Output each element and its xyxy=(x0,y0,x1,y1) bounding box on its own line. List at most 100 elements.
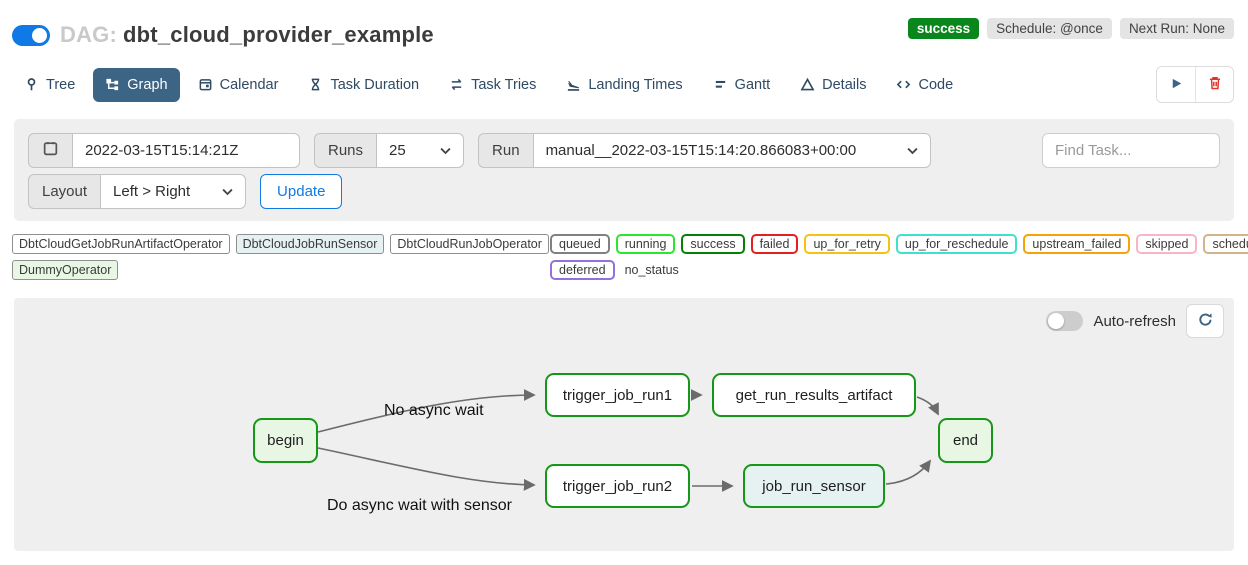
tab-label: Tree xyxy=(46,76,76,93)
state-badge[interactable]: no_status xyxy=(624,263,679,277)
find-task-input[interactable] xyxy=(1042,133,1220,168)
tab-landing-times[interactable]: Landing Times xyxy=(554,68,694,102)
edge-label-do-async-wait: Do async wait with sensor xyxy=(327,497,512,514)
retry-arrows-icon xyxy=(449,77,464,92)
task-node-end[interactable]: end xyxy=(938,418,993,463)
auto-refresh-label: Auto-refresh xyxy=(1093,312,1176,330)
dag-pause-toggle[interactable] xyxy=(12,24,50,46)
chevron-down-icon xyxy=(222,183,233,200)
view-tabs: Tree Graph Calendar Task Duration Task T… xyxy=(12,67,965,102)
task-node-get-run-results-artifact[interactable]: get_run_results_artifact xyxy=(712,373,916,417)
hourglass-icon xyxy=(308,77,323,92)
tab-details[interactable]: Details xyxy=(788,68,878,102)
edge-begin-trigger2 xyxy=(317,447,536,491)
dag-graph-canvas[interactable]: Auto-refresh begin trigger_job_run1 get_… xyxy=(14,298,1234,551)
dag-edges xyxy=(317,389,939,492)
task-node-job-run-sensor[interactable]: job_run_sensor xyxy=(743,464,885,508)
edge-sensor-end xyxy=(885,459,932,485)
state-badge[interactable]: failed xyxy=(750,234,799,254)
base-date-input[interactable] xyxy=(72,133,300,168)
tab-label: Task Tries xyxy=(471,76,537,93)
task-node-begin[interactable]: begin xyxy=(253,418,318,463)
state-badge[interactable]: deferred xyxy=(550,260,615,280)
operator-legend-row: DbtCloudGetJobRunArtifactOperator DbtClo… xyxy=(12,234,550,254)
chevron-down-icon xyxy=(440,142,451,159)
tab-label: Gantt xyxy=(734,76,771,93)
plane-landing-icon xyxy=(566,77,581,92)
tab-calendar[interactable]: Calendar xyxy=(186,68,291,102)
state-badge[interactable]: up_for_reschedule xyxy=(895,234,1018,254)
tab-task-tries[interactable]: Task Tries xyxy=(437,68,548,102)
next-run-badge: Next Run: None xyxy=(1119,18,1234,39)
edge-artifact-end xyxy=(916,396,939,416)
layout-label: Layout xyxy=(28,174,101,209)
delete-dag-button[interactable] xyxy=(1195,67,1233,102)
state-legend-row: queued running success failed up_for_ret… xyxy=(550,234,1248,254)
dag-label-prefix: DAG: xyxy=(60,22,118,47)
filter-row-1: Runs 25 Run manual__2022-03-15T15:14:20.… xyxy=(28,133,1220,168)
graph-icon xyxy=(105,77,120,92)
state-legend: queued running success failed up_for_ret… xyxy=(550,234,1248,286)
runs-select[interactable]: 25 xyxy=(376,133,465,168)
run-select[interactable]: manual__2022-03-15T15:14:20.866083+00:00 xyxy=(532,133,931,168)
tab-label: Code xyxy=(918,76,954,93)
play-icon xyxy=(1169,76,1184,94)
trash-icon xyxy=(1207,75,1223,94)
state-badge[interactable]: scheduled xyxy=(1203,234,1248,254)
state-badge[interactable]: up_for_retry xyxy=(804,234,890,254)
runs-label: Runs xyxy=(314,133,377,168)
chevron-down-icon xyxy=(907,142,918,159)
header-badges: success Schedule: @once Next Run: None xyxy=(907,18,1234,39)
state-badge[interactable]: queued xyxy=(550,234,610,254)
toggle-knob xyxy=(32,27,47,43)
update-button[interactable]: Update xyxy=(260,174,343,209)
dag-action-buttons xyxy=(1156,66,1234,103)
state-legend-row: deferred no_status xyxy=(550,260,1248,280)
state-badge[interactable]: running xyxy=(615,234,676,254)
state-badge[interactable]: upstream_failed xyxy=(1023,234,1131,254)
tab-label: Landing Times xyxy=(588,76,683,93)
auto-refresh-controls: Auto-refresh xyxy=(1046,304,1224,338)
task-node-trigger-job-run1[interactable]: trigger_job_run1 xyxy=(545,373,690,417)
toggle-knob xyxy=(1048,313,1065,329)
tab-graph[interactable]: Graph xyxy=(93,67,180,102)
layout-select[interactable]: Left > Right xyxy=(100,174,247,209)
run-label: Run xyxy=(478,133,533,168)
state-badge[interactable]: skipped xyxy=(1136,234,1198,254)
run-group: Run manual__2022-03-15T15:14:20.866083+0… xyxy=(478,133,931,168)
schedule-badge: Schedule: @once xyxy=(987,18,1112,39)
tab-label: Task Duration xyxy=(330,76,420,93)
state-badge[interactable]: success xyxy=(681,234,745,254)
tab-label: Graph xyxy=(127,76,168,93)
tree-icon xyxy=(24,77,39,92)
refresh-icon xyxy=(1197,311,1214,331)
trigger-dag-button[interactable] xyxy=(1157,67,1195,102)
edge-begin-trigger1 xyxy=(317,389,536,433)
auto-refresh-toggle[interactable] xyxy=(1046,311,1084,331)
layout-selected-value: Left > Right xyxy=(113,183,191,200)
operator-badge: DbtCloudGetJobRunArtifactOperator xyxy=(12,234,230,254)
dag-status-badge[interactable]: success xyxy=(907,18,980,39)
tab-task-duration[interactable]: Task Duration xyxy=(296,68,431,102)
legend: DbtCloudGetJobRunArtifactOperator DbtClo… xyxy=(12,234,1248,286)
runs-group: Runs 25 xyxy=(314,133,465,168)
page-title: DAG:dbt_cloud_provider_example xyxy=(60,22,434,48)
operator-badge: DbtCloudJobRunSensor xyxy=(235,234,385,254)
filter-row-2: Layout Left > Right Update xyxy=(28,174,1220,209)
code-icon xyxy=(896,77,911,92)
calendar-icon xyxy=(198,77,213,92)
view-tabbar: Tree Graph Calendar Task Duration Task T… xyxy=(0,52,1248,113)
operator-badge: DbtCloudRunJobOperator xyxy=(390,234,549,254)
tab-code[interactable]: Code xyxy=(884,68,965,102)
run-selected-value: manual__2022-03-15T15:14:20.866083+00:00 xyxy=(545,142,857,159)
edge-label-no-async-wait: No async wait xyxy=(384,402,484,419)
tab-tree[interactable]: Tree xyxy=(12,68,87,102)
tab-gantt[interactable]: Gantt xyxy=(701,68,782,102)
base-date-group xyxy=(28,133,300,168)
calendar-icon xyxy=(42,140,59,161)
task-node-trigger-job-run2[interactable]: trigger_job_run2 xyxy=(545,464,690,508)
refresh-button[interactable] xyxy=(1186,304,1224,338)
dag-name: dbt_cloud_provider_example xyxy=(123,22,434,47)
operator-legend-row: DummyOperator xyxy=(12,260,550,280)
calendar-button[interactable] xyxy=(28,133,72,168)
